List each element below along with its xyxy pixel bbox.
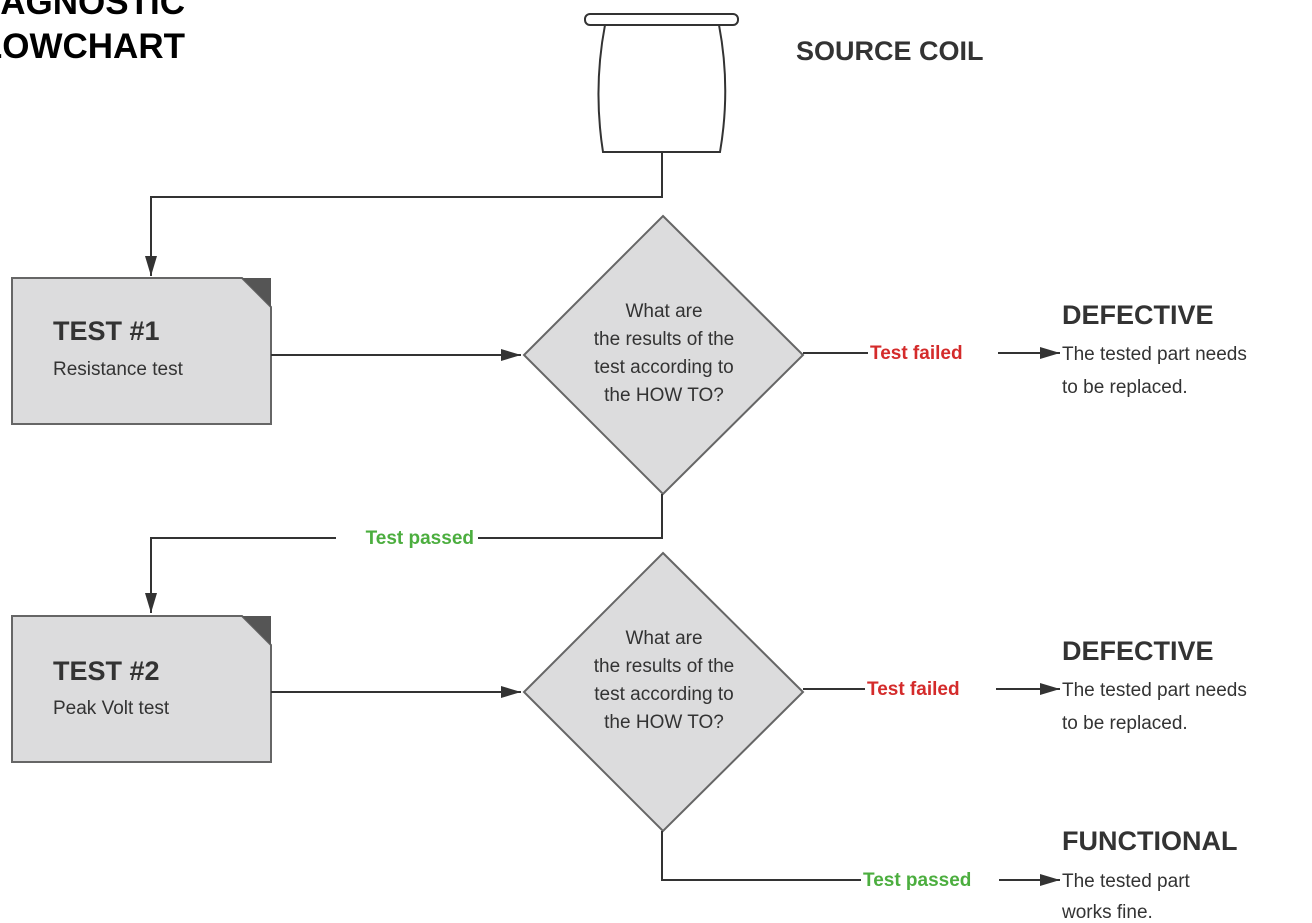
result3-line1: The tested part (1062, 871, 1191, 892)
result1-line1: The tested part needs (1062, 344, 1247, 365)
page-title-line1: DIAGNOSTIC (0, 0, 185, 22)
page-title: DIAGNOSTIC FLOWCHART (0, 0, 185, 66)
edge-label-passed-2: Test passed (863, 870, 971, 891)
connector-decision1-passed-a (478, 494, 663, 539)
decision1-node: What are the results of the test accordi… (522, 214, 805, 496)
result2-line1: The tested part needs (1062, 680, 1247, 701)
decision2-node: What are the results of the test accordi… (522, 551, 805, 833)
decision1-line3: test according to (594, 357, 733, 378)
result3-title: FUNCTIONAL (1062, 826, 1237, 856)
source-coil-shape (584, 13, 739, 153)
decision1-line1: What are (625, 301, 702, 322)
edge-label-failed-1: Test failed (870, 343, 963, 364)
result1-title: DEFECTIVE (1062, 300, 1214, 330)
connector-decision1-passed-b (145, 537, 336, 613)
result1-line2: to be replaced. (1062, 377, 1188, 398)
decision2-line3: test according to (594, 684, 733, 705)
edge-label-passed-1: Test passed (366, 528, 474, 549)
result2-line2: to be replaced. (1062, 713, 1188, 734)
result3-line2: works fine. (1061, 902, 1153, 923)
decision1-line2: the results of the (594, 329, 734, 350)
source-coil-label: SOURCE COIL (796, 36, 984, 66)
test1-title: TEST #1 (53, 316, 160, 346)
decision1-line4: the HOW TO? (604, 385, 724, 406)
edge-label-failed-2: Test failed (867, 679, 960, 700)
result1: DEFECTIVE The tested part needs to be re… (1062, 300, 1247, 398)
connector-decision2-passed-a (661, 831, 861, 881)
test2-node: TEST #2 Peak Volt test (11, 615, 272, 763)
decision2-line2: the results of the (594, 656, 734, 677)
test1-subtitle: Resistance test (53, 359, 184, 380)
result3: FUNCTIONAL The tested part works fine. (1061, 826, 1237, 923)
test2-title: TEST #2 (53, 656, 160, 686)
decision2-line1: What are (625, 628, 702, 649)
test2-subtitle: Peak Volt test (53, 698, 170, 719)
page-title-line2: FLOWCHART (0, 27, 185, 66)
decision2-line4: the HOW TO? (604, 712, 724, 733)
test1-node: TEST #1 Resistance test (11, 277, 272, 425)
result2-title: DEFECTIVE (1062, 636, 1214, 666)
result2: DEFECTIVE The tested part needs to be re… (1062, 636, 1247, 734)
connector-source-to-test1 (145, 152, 663, 276)
